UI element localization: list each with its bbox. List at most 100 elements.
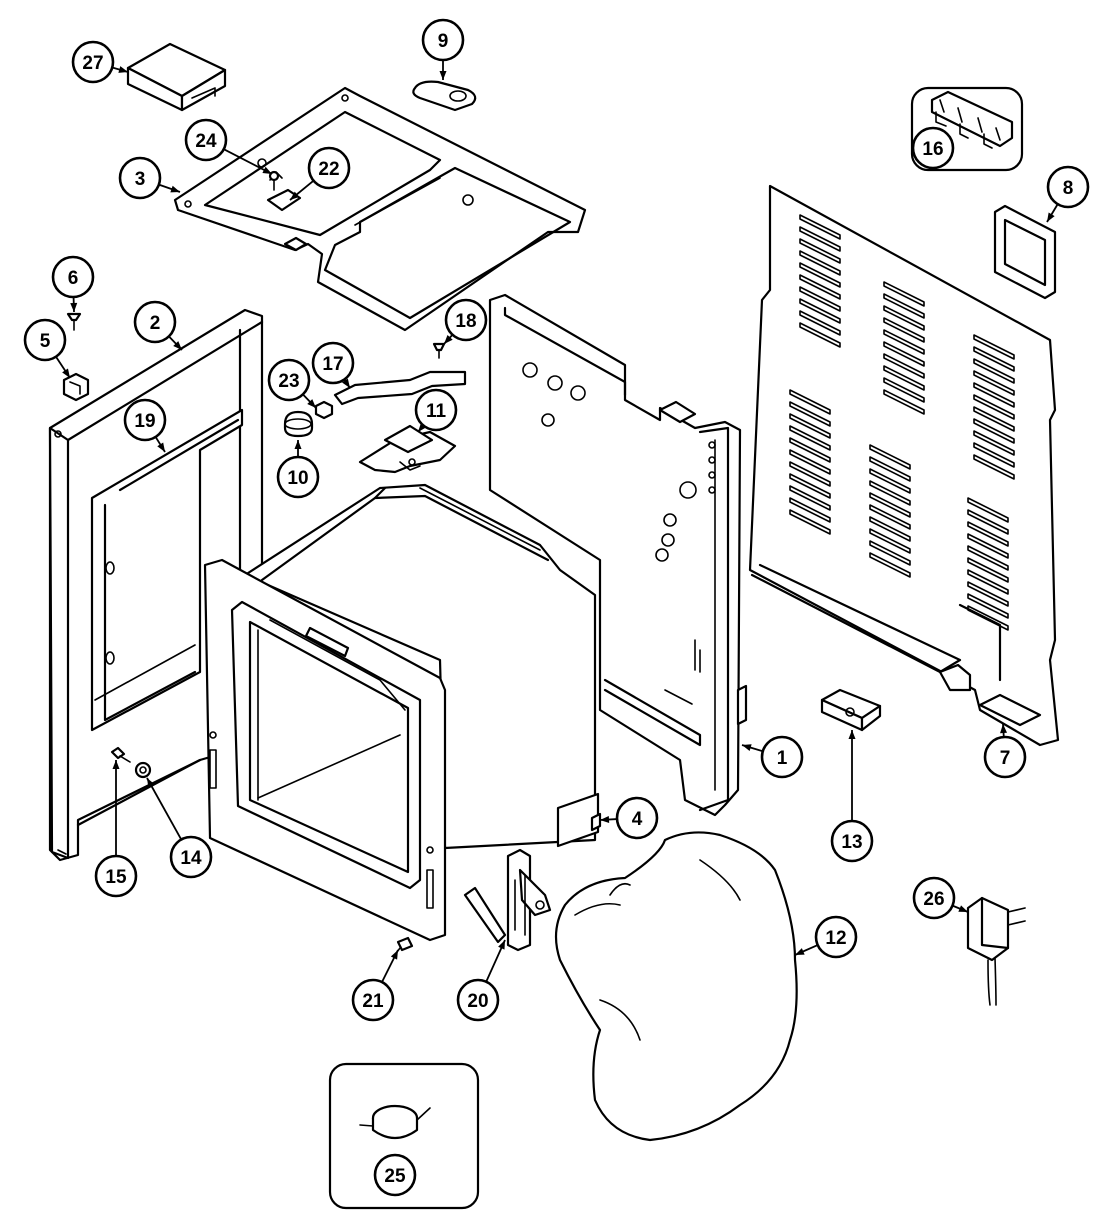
callout-circle <box>911 126 955 170</box>
callout-circle <box>983 735 1027 779</box>
part-1-side-panel-right <box>488 293 748 817</box>
vent-slot <box>869 480 911 506</box>
callout-label: 25 <box>384 1166 406 1187</box>
vent-slot <box>789 413 831 439</box>
callout-label: 12 <box>825 928 846 949</box>
leader-arrow-15 <box>112 760 120 769</box>
vent-slot <box>789 473 831 499</box>
callout-17: 17 <box>311 341 355 385</box>
vent-slot <box>973 406 1015 432</box>
vent-slot <box>967 509 1009 535</box>
callout-9: 9 <box>421 18 465 62</box>
part-12-insulation <box>554 831 798 1142</box>
callout-circle <box>184 118 228 162</box>
callout-7: 7 <box>983 735 1027 779</box>
vent-slot <box>967 557 1009 583</box>
callout-circle <box>51 255 95 299</box>
leader-arrow-26 <box>958 905 968 912</box>
vent-slot <box>883 353 925 379</box>
vent-slot <box>789 485 831 511</box>
callout-circle <box>615 796 659 840</box>
vent-slot <box>883 341 925 367</box>
callout-circle <box>1046 165 1090 209</box>
callout-label: 10 <box>287 468 308 489</box>
vent-slot <box>967 593 1009 619</box>
callout-1: 1 <box>760 735 804 779</box>
callout-26: 26 <box>912 876 956 920</box>
part-26-plug <box>966 896 1026 1006</box>
leader-arrow-21 <box>390 950 398 960</box>
callout-10: 10 <box>276 455 320 499</box>
leader-14 <box>146 777 183 840</box>
vent-slot <box>973 454 1015 480</box>
callout-13: 13 <box>830 819 874 863</box>
callout-circle <box>23 318 67 362</box>
callout-circle <box>307 146 351 190</box>
leader-arrow-1 <box>742 744 752 751</box>
callout-label: 17 <box>322 354 343 375</box>
vent-slot <box>883 281 925 307</box>
leader-arrow-27 <box>118 66 128 73</box>
callout-24: 24 <box>184 118 228 162</box>
callout-label: 23 <box>278 371 299 392</box>
vent-slot <box>883 377 925 403</box>
callout-4: 4 <box>615 796 659 840</box>
callout-label: 9 <box>438 31 449 52</box>
callout-circle <box>760 735 804 779</box>
callout-label: 21 <box>362 991 384 1012</box>
vent-slot <box>973 430 1015 456</box>
callout-circle <box>123 398 167 442</box>
vent-slot <box>789 425 831 451</box>
callout-label: 8 <box>1063 178 1074 199</box>
leader-arrow-9 <box>439 71 447 80</box>
vent-slot <box>973 346 1015 372</box>
vent-slot <box>883 365 925 391</box>
vent-slot <box>967 605 1009 631</box>
part-13-bracket <box>820 688 882 732</box>
vent-slot <box>883 305 925 331</box>
callout-label: 7 <box>1000 748 1011 769</box>
callout-label: 5 <box>40 331 51 352</box>
callout-15: 15 <box>94 854 138 898</box>
callout-circle <box>912 876 956 920</box>
vent-slot <box>869 456 911 482</box>
leader-arrow-23 <box>307 399 316 408</box>
leader-arrow-11 <box>418 422 427 432</box>
vent-slot <box>973 334 1015 360</box>
callout-11: 11 <box>414 388 458 432</box>
part-16-terminal-block-inset <box>910 86 1024 172</box>
callout-circle <box>444 298 488 342</box>
callout-circle <box>311 341 355 385</box>
vent-slot <box>789 509 831 535</box>
vent-slot <box>883 293 925 319</box>
part-25-thermostat-inset <box>328 1062 480 1210</box>
leader-arrow-20 <box>498 940 505 950</box>
vent-slot <box>799 310 841 336</box>
leader-arrow-14 <box>147 778 155 788</box>
part-9-cap <box>412 80 477 112</box>
callout-label: 27 <box>82 53 103 74</box>
vent-slot <box>967 569 1009 595</box>
callout-circle <box>373 1153 417 1197</box>
leader-arrow-6 <box>70 302 78 312</box>
leader-arrow-22 <box>290 191 300 200</box>
part-20-hinge <box>463 848 552 952</box>
leader-arrow-3 <box>170 185 180 193</box>
callout-label: 18 <box>455 311 476 332</box>
vent-slot <box>869 516 911 542</box>
part-10-knob <box>283 410 314 438</box>
vent-slot <box>799 274 841 300</box>
vent-slot <box>799 322 841 348</box>
part-19-inner-panel <box>90 408 244 732</box>
vent-slot <box>799 262 841 288</box>
rear-panel-vents <box>789 214 1015 631</box>
callout-label: 13 <box>841 832 862 853</box>
leader-arrow-5 <box>62 368 70 378</box>
callout-8: 8 <box>1046 165 1090 209</box>
vent-slot <box>789 461 831 487</box>
vent-slot <box>973 370 1015 396</box>
callout-circle <box>414 388 458 432</box>
callout-circle <box>118 156 162 200</box>
